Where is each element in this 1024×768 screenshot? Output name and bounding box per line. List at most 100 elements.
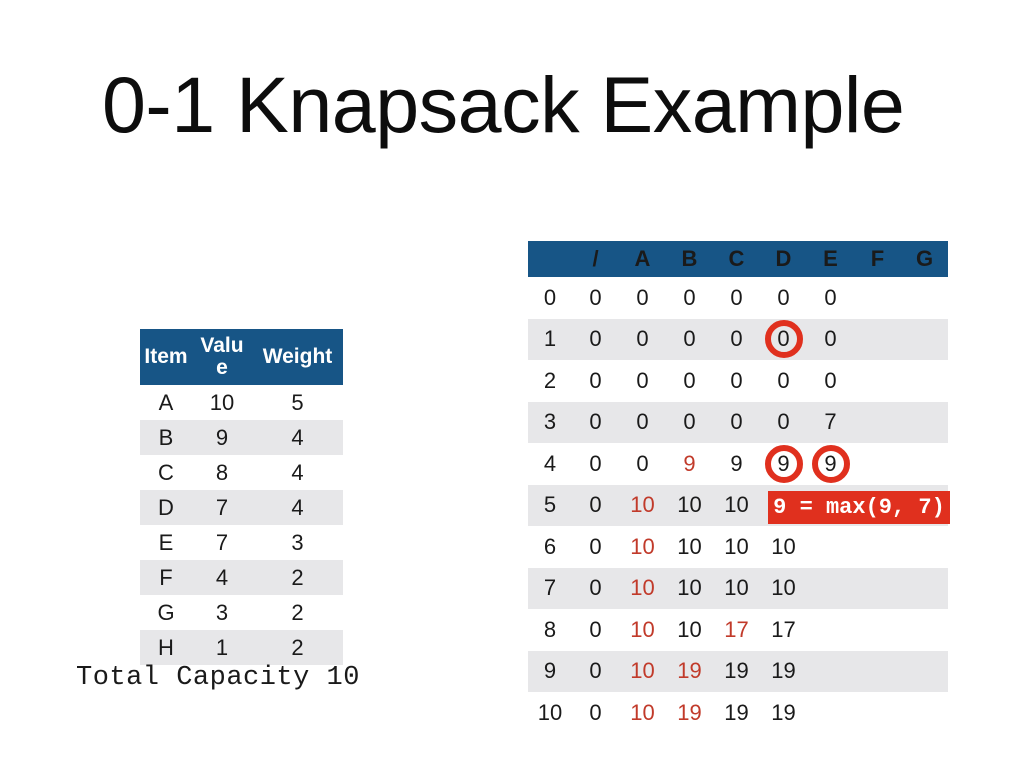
dp-cell: 10 (724, 575, 749, 601)
dp-cell: 0 (683, 367, 696, 393)
items-cell: 3 (291, 529, 304, 555)
dp-cell: 10 (771, 533, 796, 559)
items-cell: 7 (215, 529, 229, 555)
dp-cell (854, 277, 901, 319)
max-formula-callout: 9 = max(9, 7) (768, 491, 950, 524)
dp-cell: 10 (771, 575, 796, 601)
dp-cell: 0 (636, 284, 649, 310)
dp-cell: 17 (724, 616, 749, 642)
dp-cell: 0 (824, 367, 837, 393)
items-cell: G (157, 599, 175, 625)
dp-header-cell: C (728, 246, 745, 271)
items-cell: E (158, 529, 174, 555)
dp-cell: 0 (777, 284, 790, 310)
items-cell: 2 (291, 634, 304, 660)
dp-row-label: 4 (543, 450, 557, 476)
highlight-circle (764, 444, 803, 483)
dp-cell (807, 651, 854, 693)
items-header-cell: Item (144, 344, 188, 368)
dp-row-label: 8 (543, 616, 557, 642)
items-cell: 8 (215, 459, 229, 485)
dp-cell: 0 (589, 575, 602, 601)
dp-cell: 0 (589, 658, 602, 684)
items-cell: 1 (215, 634, 229, 660)
dp-cell: 9 (683, 450, 696, 476)
dp-cell: 10 (677, 533, 702, 559)
dp-cell: 0 (730, 284, 743, 310)
dp-cell: 10 (630, 533, 655, 559)
dp-cell: 9 (730, 450, 743, 476)
dp-cell (807, 692, 854, 734)
dp-cell: 0 (683, 326, 696, 352)
dp-cell (854, 402, 901, 444)
dp-cell: 10 (630, 699, 655, 725)
dp-cell: 10 (677, 616, 702, 642)
dp-cell: 19 (724, 658, 749, 684)
dp-cell: 10 (724, 492, 749, 518)
dp-cell: 19 (771, 699, 796, 725)
dp-cell: 0 (730, 326, 743, 352)
dp-cell: 0 (589, 367, 602, 393)
dp-cell (901, 402, 948, 444)
dp-cell (901, 443, 948, 485)
dp-row-label: 6 (543, 533, 557, 559)
dp-header-cell: / (592, 246, 599, 271)
dp-cell: 0 (824, 284, 837, 310)
dp-cell: 10 (630, 575, 655, 601)
dp-row-label: 0 (543, 284, 557, 310)
items-cell: 5 (291, 389, 304, 415)
dp-row-label: 3 (543, 409, 557, 435)
dp-cell: 0 (589, 450, 602, 476)
items-cell: 3 (215, 599, 229, 625)
dp-cell: 19 (677, 699, 702, 725)
dp-cell (901, 360, 948, 402)
dp-cell (901, 526, 948, 568)
dp-cell (901, 568, 948, 610)
items-cell: 9 (215, 424, 229, 450)
dp-cell: 10 (630, 616, 655, 642)
dp-cell: 10 (724, 533, 749, 559)
dp-row-label: 1 (543, 326, 557, 352)
dp-cell (901, 651, 948, 693)
dp-header-cell: B (681, 246, 698, 271)
items-row: E 7 3 (140, 525, 343, 560)
items-cell: F (159, 564, 173, 590)
dp-header-cell: G (915, 246, 934, 271)
dp-cell (854, 609, 901, 651)
items-cell: 4 (291, 494, 304, 520)
dp-cell (854, 692, 901, 734)
dp-row-label: 2 (543, 367, 557, 393)
dp-header-cell (528, 241, 572, 277)
items-row: B 9 4 (140, 420, 343, 455)
dp-cell: 0 (730, 367, 743, 393)
dp-cell: 0 (589, 284, 602, 310)
items-cell: 4 (291, 424, 304, 450)
dp-cell: 0 (777, 409, 790, 435)
dp-cell: 0 (589, 699, 602, 725)
dp-cell (854, 443, 901, 485)
dp-row-label: 7 (543, 575, 557, 601)
dp-cell: 0 (730, 409, 743, 435)
dp-cell (854, 360, 901, 402)
dp-header-cell: A (634, 246, 651, 271)
highlight-circle (764, 320, 803, 359)
dp-cell (807, 526, 854, 568)
items-cell: 4 (291, 459, 304, 485)
items-cell: B (158, 424, 174, 450)
items-cell: A (158, 389, 174, 415)
